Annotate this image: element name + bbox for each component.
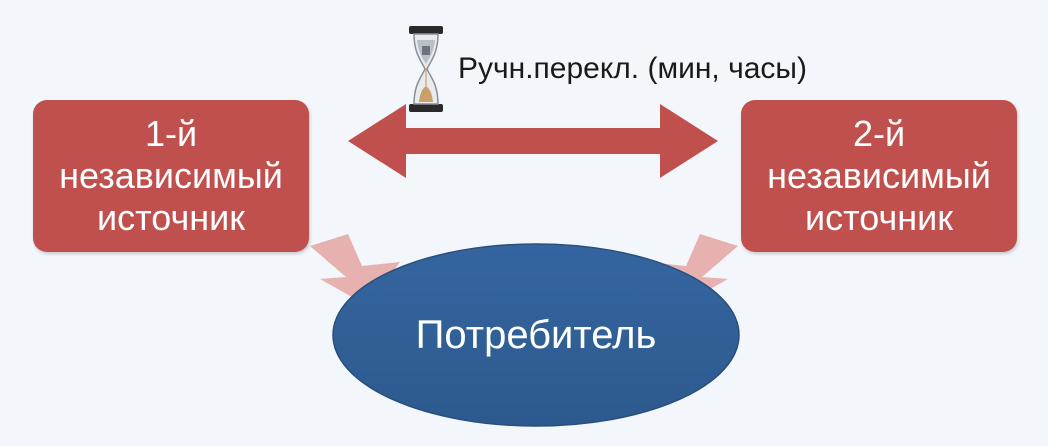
source-2-line-3: источник: [805, 197, 953, 238]
source-1-line-3: источник: [97, 197, 245, 238]
switch-double-arrow: [348, 104, 718, 178]
consumer-label-wrap: Потребитель: [333, 244, 739, 426]
hourglass-icon: [409, 26, 443, 112]
source-box-2: 2-й независимый источник: [741, 100, 1017, 252]
manual-switch-label: Ручн.перекл. (мин, часы): [458, 52, 807, 85]
source-2-line-2: независимый: [767, 155, 991, 196]
source-1-line-2: независимый: [59, 155, 283, 196]
consumer-ellipse: [332, 243, 740, 427]
consumer-label: Потребитель: [415, 312, 657, 357]
source-1-line-1: 1-й: [144, 113, 198, 154]
source-2-line-1: 2-й: [852, 113, 906, 154]
source-box-1: 1-й независимый источник: [33, 100, 309, 252]
